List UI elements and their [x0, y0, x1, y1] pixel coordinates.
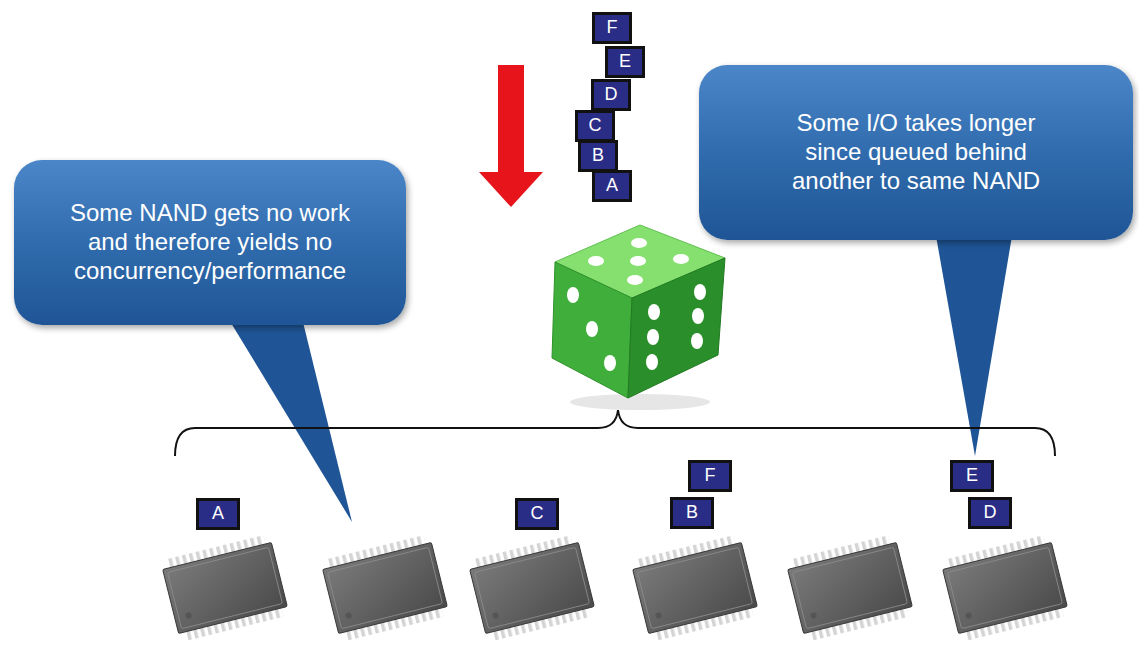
nand-chip	[468, 534, 597, 643]
nand-chip	[941, 534, 1070, 643]
nand-chip	[631, 534, 760, 643]
curly-bracket	[175, 410, 1055, 456]
block-letter: B	[592, 146, 604, 166]
callout-bubble: Some NAND gets no work and therefore yie…	[14, 160, 406, 325]
nand-chip	[786, 534, 915, 643]
io-block: B	[670, 497, 714, 529]
dice	[552, 225, 725, 410]
dice-face	[552, 262, 632, 398]
block-letter: C	[531, 504, 544, 524]
block-letter: D	[984, 503, 997, 523]
callout-bubble: Some I/O takes longer since queued behin…	[699, 65, 1133, 240]
block-letter: F	[705, 466, 716, 486]
down-arrow	[479, 65, 543, 207]
io-block: F	[688, 460, 732, 492]
block-letter: E	[619, 52, 631, 72]
callout-text: Some NAND gets no work and therefore yie…	[54, 199, 366, 285]
block-letter: B	[686, 503, 698, 523]
nand-chip	[161, 534, 290, 643]
io-block: B	[578, 140, 618, 172]
block-letter: A	[212, 504, 224, 524]
io-block: C	[575, 110, 615, 142]
block-letter: C	[589, 116, 602, 136]
io-block: D	[591, 79, 631, 111]
block-letter: E	[966, 466, 978, 486]
callout-tail	[936, 236, 1012, 456]
block-letter: D	[605, 85, 618, 105]
block-letter: F	[607, 18, 618, 38]
block-letter: A	[606, 176, 618, 196]
io-block: E	[605, 46, 645, 78]
io-block: F	[592, 12, 632, 44]
dice-pips	[567, 238, 706, 371]
io-block: A	[196, 498, 240, 530]
dice-shadow	[570, 394, 710, 410]
io-block: A	[592, 170, 632, 202]
io-block: E	[950, 460, 994, 492]
callout-tail	[228, 318, 352, 522]
dice-face	[628, 258, 725, 398]
nand-chip	[321, 534, 450, 643]
nand-chips	[161, 534, 1070, 643]
io-block: C	[515, 498, 559, 530]
callout-text: Some I/O takes longer since queued behin…	[779, 109, 1053, 195]
io-block: D	[968, 497, 1012, 529]
